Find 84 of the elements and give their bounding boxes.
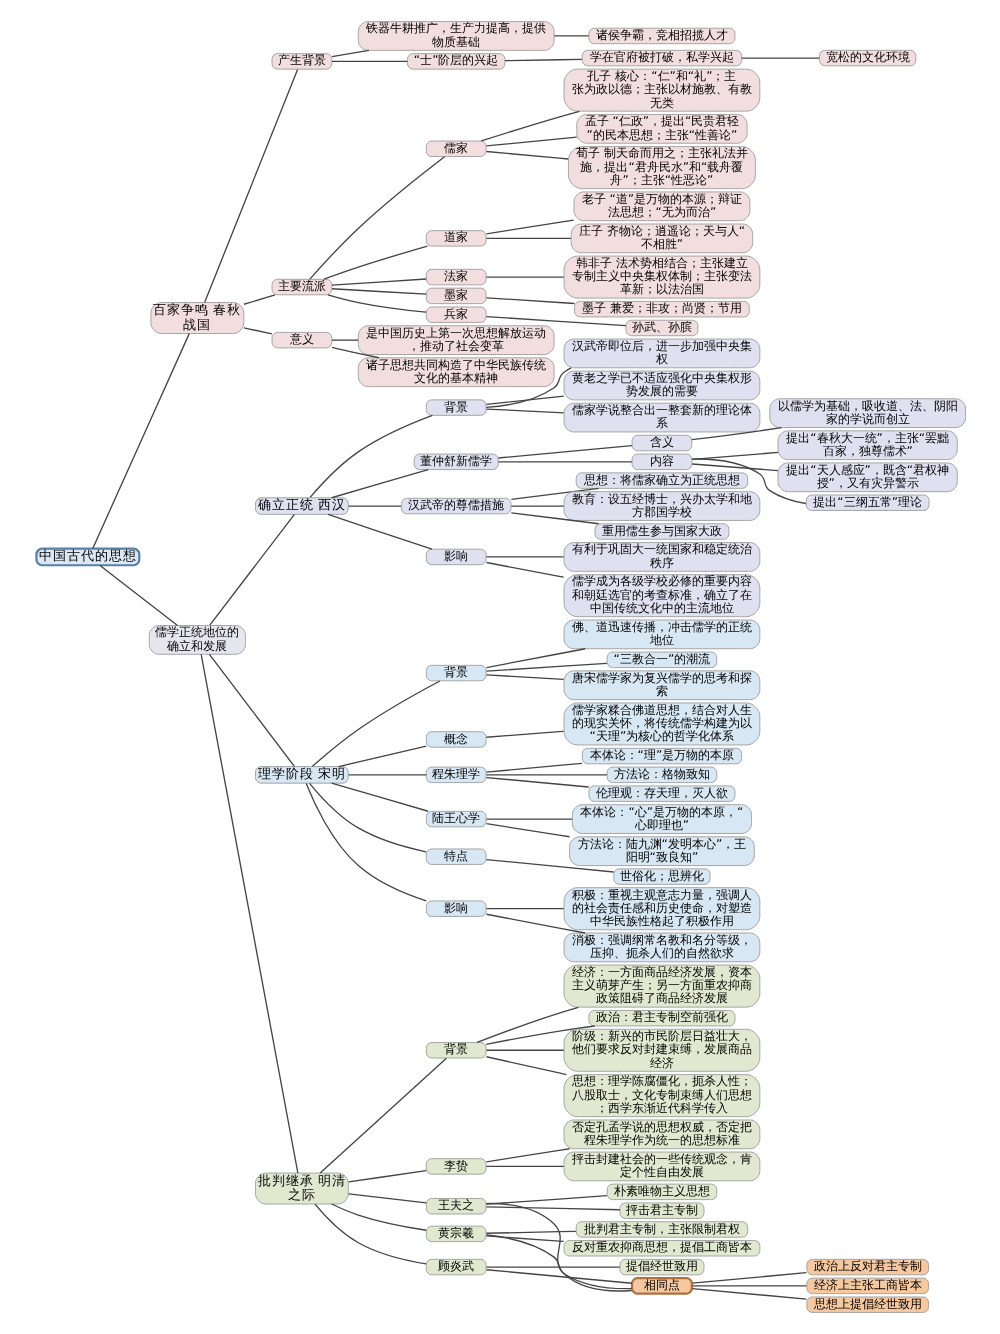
connector [503,58,582,62]
connector [479,110,580,142]
connector [313,1203,426,1265]
connector [326,513,432,550]
connector [484,1165,564,1168]
connector [484,1025,595,1046]
connector [330,288,426,295]
connector [484,1269,632,1284]
connector [484,1148,570,1163]
connector [329,469,428,499]
connector [552,35,589,37]
connector [484,776,589,788]
connector [484,1234,632,1290]
connector [690,426,782,441]
connector [484,762,582,773]
connector [484,297,575,305]
connector [484,395,564,406]
connector [690,1287,807,1300]
connector [346,774,426,776]
connector [322,245,428,280]
connector [207,653,295,768]
connector [484,1206,620,1211]
connector [484,818,572,820]
connector [484,367,571,409]
connector [484,1049,564,1051]
connector [484,237,571,240]
connector [98,564,178,627]
connector [740,57,819,59]
connector [496,445,632,459]
connector [208,513,295,626]
connector [484,1266,620,1268]
connector [484,858,614,873]
connector [484,674,564,681]
connector [509,487,599,500]
connector [310,680,440,767]
connector [484,408,564,414]
connector [330,49,369,58]
connector [308,414,433,499]
connector [346,1169,426,1183]
connector [330,1203,426,1231]
connector [318,1057,447,1174]
connector [484,219,574,235]
connector [308,156,445,280]
connector [475,1006,578,1044]
connector [329,782,428,812]
connector [509,512,599,525]
connector [690,1285,807,1287]
connector [346,1193,426,1204]
connector [484,556,564,558]
connector [484,1195,607,1205]
connector [91,332,189,550]
connector [330,60,408,63]
connector [484,648,585,669]
connector [326,294,426,313]
connector [690,458,806,505]
connector [484,913,585,934]
connector [484,561,564,578]
connector [307,782,426,853]
connector [304,782,426,902]
connector [337,745,426,768]
connector [203,68,298,303]
connector [484,1230,576,1234]
connector [484,136,577,147]
connector [484,276,564,278]
connector [484,150,568,160]
connector [346,505,401,507]
connector [484,1202,632,1292]
connector [484,730,564,738]
connector [484,1056,567,1076]
connector [484,774,607,776]
connector [330,278,426,286]
connector [484,823,570,838]
connector [199,653,298,1174]
connector [690,463,778,472]
connector [330,339,358,341]
connector [484,662,607,672]
connector [242,327,272,335]
connector [509,505,564,507]
connector [330,346,379,359]
connector [242,294,275,305]
connector [484,1235,564,1243]
connector [496,461,632,463]
connector [484,908,564,910]
connector [690,1271,807,1284]
